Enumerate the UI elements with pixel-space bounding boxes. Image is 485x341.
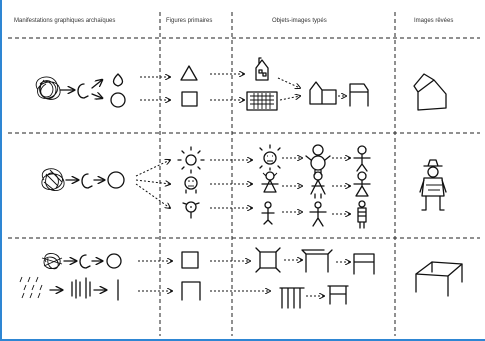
circle-stick-figure-icon <box>182 201 200 219</box>
row-3 <box>19 247 463 309</box>
face-figure-icon <box>184 176 198 194</box>
circle-icon <box>110 92 126 108</box>
keyboard-building-icon <box>246 91 278 111</box>
sun-figure-icon <box>177 146 205 174</box>
circle-icon <box>107 171 125 189</box>
stool-icon <box>301 249 333 273</box>
girl-figure-icon <box>261 171 279 193</box>
triangle-icon <box>180 65 198 81</box>
scribble-icon <box>41 253 63 270</box>
scribble-icon <box>41 168 65 191</box>
striped-figure-icon <box>357 200 367 229</box>
arch-icon <box>181 281 201 301</box>
dreamed-house-icon <box>413 73 447 111</box>
square-icon <box>181 91 198 107</box>
small-house-icon <box>255 57 269 81</box>
column-header-dreamed-images: Images rêvées <box>414 18 454 24</box>
stick-figure-icon <box>353 145 371 172</box>
bench-icon <box>279 287 305 309</box>
grid-lines <box>8 12 480 336</box>
column-header-primary-figures: Figures primaires <box>166 18 213 24</box>
building-outline-icon <box>349 83 369 107</box>
column-header-typed-objects: Objets-images typés <box>272 18 327 24</box>
dreamed-table-icon <box>415 261 463 297</box>
dress-figure-icon <box>310 171 326 199</box>
bottom-edge-bar <box>0 339 485 341</box>
drop-icon <box>112 73 124 87</box>
hook-icon <box>79 254 91 269</box>
sun-face-figure-icon <box>259 144 281 171</box>
house-outline-icon <box>309 81 337 105</box>
left-edge-bar <box>0 0 2 341</box>
hook-icon <box>81 173 93 189</box>
square-icon <box>181 251 199 269</box>
column-header-archaic: Manifestations graphiques archaïques <box>14 18 116 24</box>
dreamed-person-icon <box>419 159 447 211</box>
row-1 <box>35 57 447 111</box>
chair-icon <box>353 253 375 275</box>
vertical-lines-icon <box>71 277 91 299</box>
walking-figure-icon <box>309 201 327 227</box>
row-2 <box>41 144 447 229</box>
snowman-figure-icon <box>305 144 331 175</box>
table-icon <box>327 285 349 305</box>
cross-figure-icon <box>261 201 275 225</box>
tally-marks-icon <box>19 276 43 299</box>
circle-icon <box>106 253 122 269</box>
scribble-icon <box>35 76 61 100</box>
square-with-legs-icon <box>255 247 281 273</box>
skirt-figure-icon <box>353 171 371 197</box>
hook-icon <box>77 83 89 99</box>
